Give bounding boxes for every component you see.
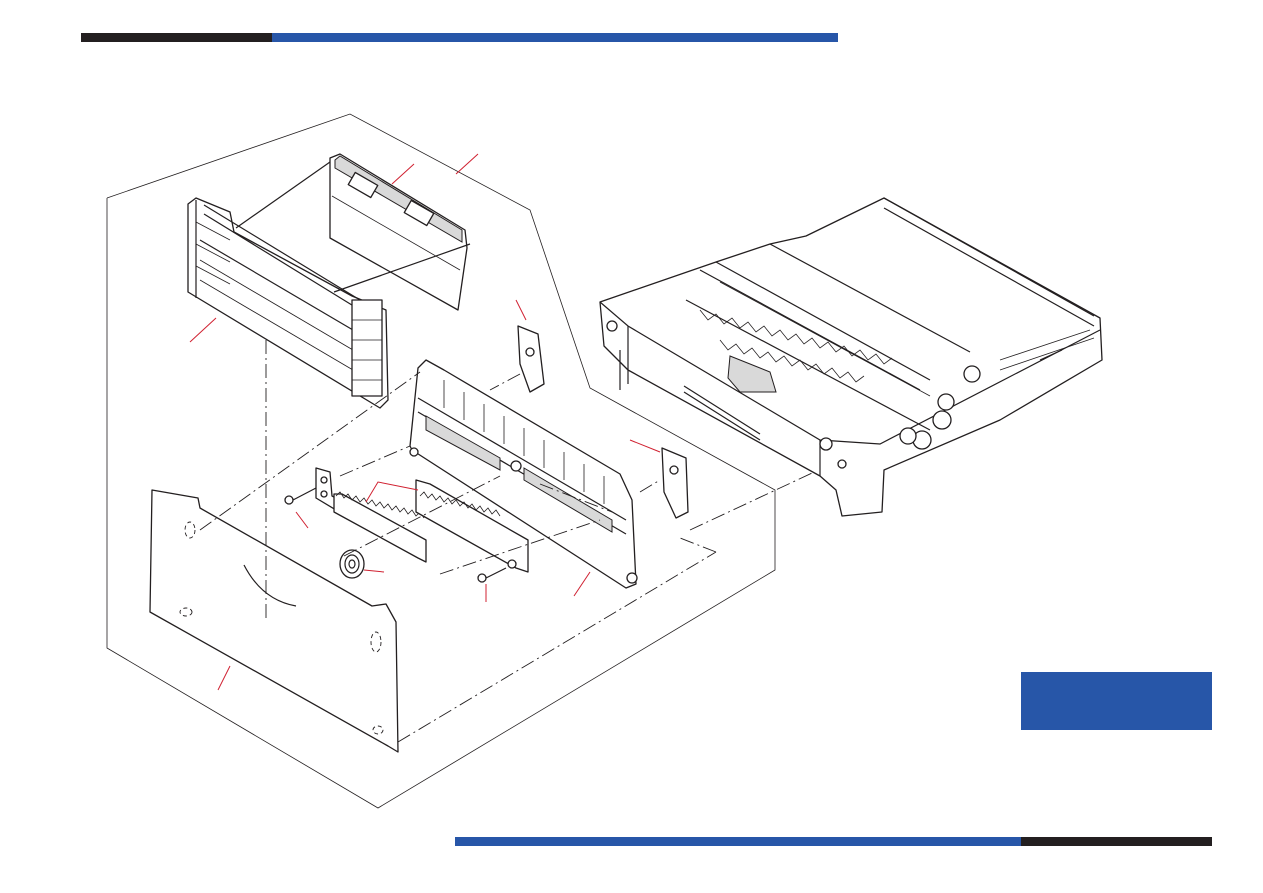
screw-right [477,567,507,583]
header-bar-dark [81,33,272,42]
pinion-gear [339,549,365,579]
front-cover [149,489,399,753]
hinged-flap [329,153,468,311]
alignment-lines [199,161,841,743]
group-boundary [106,113,776,809]
footer-bar-dark [1021,837,1212,846]
footer-bar-blue [455,837,1022,846]
center-guide-frame [409,359,638,589]
rack-gear [333,479,529,573]
header-bar-blue [272,33,838,42]
screw-left [284,487,317,505]
right-bracket [661,447,689,519]
leader-lines [189,153,661,691]
upper-bracket [517,325,545,393]
rear-guide [187,197,389,409]
duplex-unit-assembly [599,197,1103,517]
section-tab [1021,672,1212,730]
